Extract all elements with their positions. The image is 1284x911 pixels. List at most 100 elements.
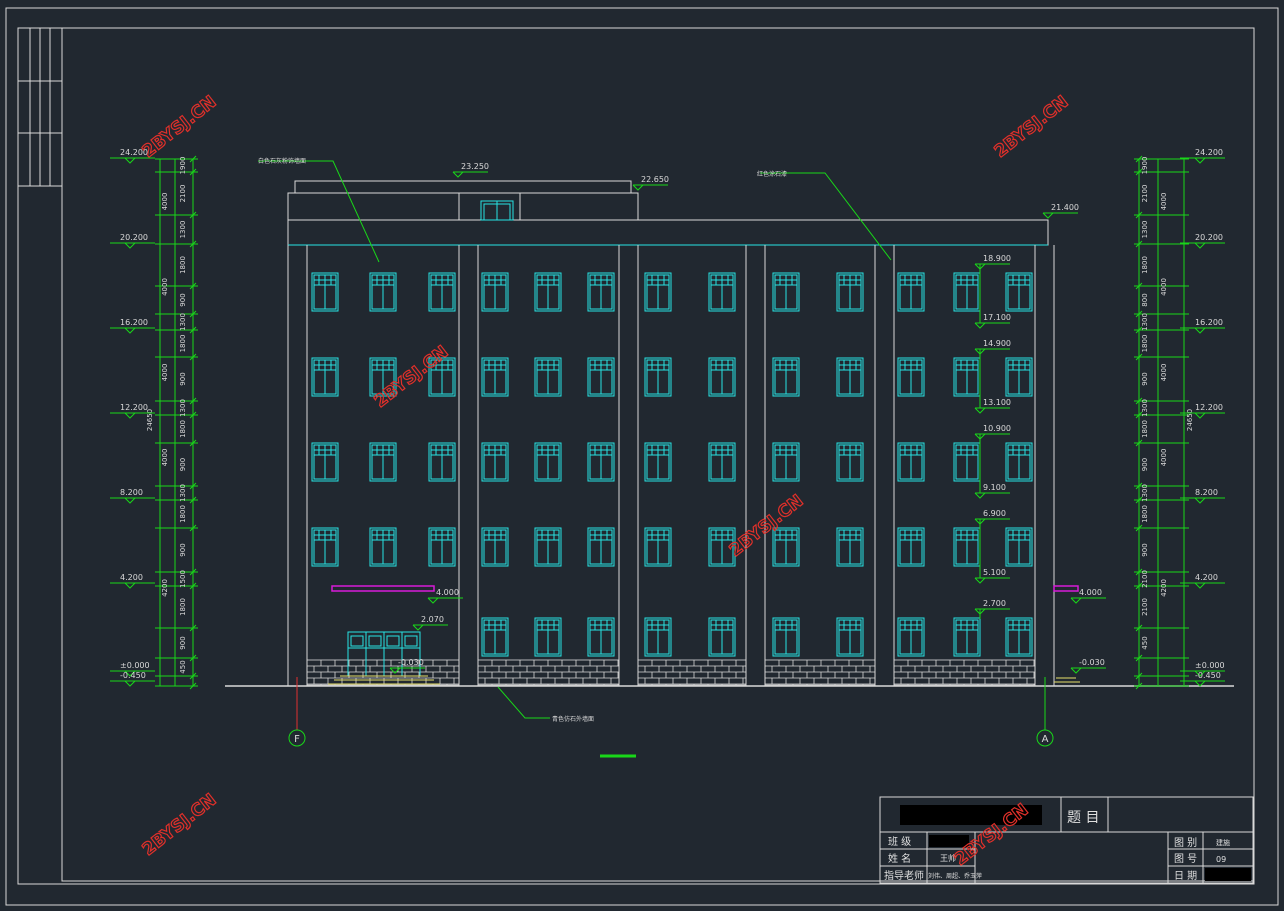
window: [428, 442, 456, 482]
window: [644, 617, 672, 657]
watermark-text: 2BYSJ.CN: [991, 92, 1073, 162]
window: [836, 617, 864, 657]
window: [708, 272, 736, 312]
window: [897, 272, 925, 312]
level-text: 20.200: [1195, 233, 1223, 242]
canopy-right: [1053, 585, 1079, 592]
dim-text: 450: [179, 660, 187, 673]
dim-text: 1800: [179, 505, 187, 523]
axis-label-right: A: [1042, 734, 1049, 745]
dim-text: 1300: [1141, 399, 1149, 417]
window: [644, 272, 672, 312]
axis-bubble-left: [288, 729, 306, 747]
dim-text: 4000: [161, 364, 169, 382]
window: [534, 527, 562, 567]
entrance-steps: [328, 675, 1080, 685]
name-label: 姓 名: [888, 852, 911, 865]
window: [953, 357, 981, 397]
dim-text: 1900: [179, 157, 187, 175]
level-text: 17.100: [983, 313, 1011, 322]
level-text: ±0.000: [1195, 661, 1225, 670]
window: [897, 527, 925, 567]
plinth-segment: [637, 659, 747, 686]
level-text: 21.400: [1051, 203, 1079, 212]
dim-text: 2100: [179, 185, 187, 203]
dim-text: 900: [179, 293, 187, 306]
title-block: [879, 796, 1254, 884]
plinth-segment: [306, 659, 460, 686]
level-text: 2.070: [421, 615, 444, 624]
dim-text: 900: [179, 636, 187, 649]
watermark-text: 2BYSJ.CN: [139, 790, 221, 860]
building-elevation: [225, 180, 1234, 687]
dim-text: 1300: [1141, 484, 1149, 502]
dim-text: 1800: [1141, 335, 1149, 353]
level-text: 23.250: [461, 162, 489, 171]
level-text: 16.200: [120, 318, 148, 327]
teacher-value: 刘伟、周超、乔玉萍: [928, 872, 982, 880]
dim-text: 1300: [179, 313, 187, 331]
drawing-no-value: 09: [1216, 855, 1226, 864]
dim-text: 2100: [1141, 185, 1149, 203]
level-text: 5.100: [983, 568, 1006, 577]
window: [772, 357, 800, 397]
drawing-no-label: 图 号: [1174, 853, 1197, 865]
axis-label-left: F: [294, 734, 300, 745]
inner-frame: [61, 27, 1255, 882]
level-text: 10.900: [983, 424, 1011, 433]
dim-text: 4000: [1160, 193, 1168, 211]
dim-text: 1300: [1141, 313, 1149, 331]
level-text: 18.900: [983, 254, 1011, 263]
dim-text: 1800: [179, 598, 187, 616]
window: [587, 527, 615, 567]
window: [311, 272, 339, 312]
dim-text: 900: [1141, 372, 1149, 385]
level-text: 9.100: [983, 483, 1006, 492]
window: [708, 617, 736, 657]
date-label: 日 期: [1174, 870, 1197, 882]
redacted-block: [900, 805, 1042, 825]
dim-text: 1800: [179, 256, 187, 274]
window: [587, 442, 615, 482]
dim-text: 1800: [1141, 420, 1149, 438]
window: [428, 357, 456, 397]
title-label: 题 目: [1067, 810, 1099, 826]
dim-text: 900: [1141, 543, 1149, 556]
window: [428, 527, 456, 567]
window: [836, 272, 864, 312]
windows: [311, 272, 1033, 657]
drawing-type-label: 图 别: [1174, 837, 1197, 849]
window: [369, 357, 397, 397]
dim-text: 1300: [1141, 221, 1149, 239]
dim-text: 450: [1141, 636, 1149, 649]
level-text: 22.650: [641, 175, 669, 184]
name-value: 王帅: [940, 853, 956, 863]
level-text: 12.200: [120, 403, 148, 412]
dim-text: 900: [1141, 458, 1149, 471]
binding-margin-table: [18, 28, 62, 187]
window: [311, 357, 339, 397]
canopy-left: [331, 585, 435, 592]
level-text: ±0.000: [120, 661, 150, 670]
callout-top-left: 白色石灰粉饰墙面: [258, 157, 306, 165]
stair-tower: [458, 192, 521, 221]
window: [708, 357, 736, 397]
entrance-door: [347, 631, 421, 677]
level-text: -0.450: [120, 671, 146, 680]
level-text: 13.100: [983, 398, 1011, 407]
window: [534, 272, 562, 312]
drawing-type-value: 建施: [1216, 838, 1230, 847]
roof-top-block: [294, 180, 632, 194]
dim-text: 1300: [179, 399, 187, 417]
dim-text: 4000: [1160, 449, 1168, 467]
left-dimension-chain: 1900210013001800900130018009001300180090…: [110, 148, 198, 690]
dim-text: 4000: [1160, 278, 1168, 296]
dim-text: 1500: [179, 570, 187, 588]
window: [953, 272, 981, 312]
level-text: 24.200: [1195, 148, 1223, 157]
window: [369, 527, 397, 567]
plinth-segment: [893, 659, 1036, 686]
level-text: 8.200: [120, 488, 143, 497]
